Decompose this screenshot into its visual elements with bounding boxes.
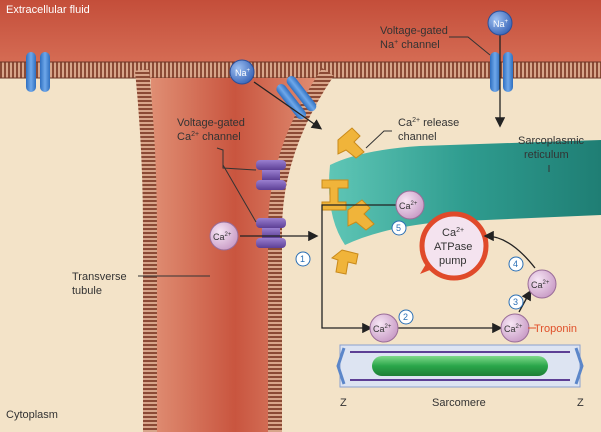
label-atpase-line1: Ca2+	[442, 227, 464, 239]
label-z-left: Z	[340, 397, 347, 409]
label-tt-line2: tubule	[72, 285, 102, 297]
label-sarcomere: Sarcomere	[432, 397, 486, 409]
label-tt-line1: Transverse	[72, 271, 127, 283]
ca-ion-tubule: Ca2+	[209, 221, 239, 251]
label-extracellular-fluid: Extracellular fluid	[6, 4, 90, 16]
label-release-line1: Ca2+ release	[398, 117, 459, 129]
svg-text:3: 3	[513, 297, 518, 307]
step-5: 5	[391, 220, 407, 236]
leader-lines	[138, 36, 550, 277]
label-troponin: Troponin	[534, 323, 577, 335]
flow-arrows	[240, 35, 536, 334]
na-ion-top-right: Na+	[487, 10, 513, 36]
ca-release-channels	[321, 127, 375, 275]
svg-text:Na+: Na+	[235, 68, 251, 78]
step-3: 3	[508, 294, 524, 310]
ca-ion-returning: Ca2+	[527, 269, 557, 299]
label-z-right: Z	[577, 397, 584, 409]
na-ion-middle: Na+	[229, 59, 255, 85]
tubule-wall-left	[135, 69, 157, 432]
step-4: 4	[508, 256, 524, 272]
svg-text:Ca2+: Ca2+	[373, 324, 392, 334]
svg-text:2: 2	[403, 312, 408, 322]
label-atpase-line3: pump	[439, 255, 467, 267]
svg-text:Na+: Na+	[493, 19, 509, 29]
ca-atpase-pump	[419, 211, 489, 281]
svg-text:Ca2+: Ca2+	[399, 201, 418, 211]
svg-text:4: 4	[513, 259, 518, 269]
label-vg-na-line2: Na+ channel	[380, 39, 440, 51]
sarcolemma-membrane	[0, 62, 601, 78]
label-vg-ca-line2: Ca2+ channel	[177, 131, 241, 143]
voltage-gated-ca-channel-lower	[256, 218, 286, 248]
label-sr-line2: reticulum	[524, 149, 569, 161]
step-2: 2	[398, 309, 414, 325]
svg-text:1: 1	[300, 254, 305, 264]
svg-text:Ca2+: Ca2+	[504, 324, 523, 334]
step-1: 1	[295, 251, 311, 267]
voltage-gated-na-channel-middle	[276, 76, 317, 120]
voltage-gated-ca-channel-upper	[256, 160, 286, 190]
ca-ion-cytoplasm: Ca2+	[369, 313, 399, 343]
ca-ion-troponin: Ca2+	[500, 313, 530, 343]
voltage-gated-na-channel-right	[490, 52, 513, 92]
label-sr-line1: Sarcoplasmic	[518, 135, 585, 147]
label-cytoplasm: Cytoplasm	[6, 409, 58, 421]
label-vg-na-line1: Voltage-gated	[380, 25, 448, 37]
svg-text:Ca2+: Ca2+	[531, 280, 550, 290]
sarcomere	[336, 344, 584, 388]
label-atpase-line2: ATPase	[434, 241, 472, 253]
label-release-line2: channel	[398, 131, 437, 143]
sarcoplasmic-reticulum	[329, 140, 601, 245]
svg-text:Ca2+: Ca2+	[213, 232, 232, 242]
svg-text:5: 5	[396, 223, 401, 233]
voltage-gated-na-channel-left	[26, 52, 50, 92]
label-vg-ca-line1: Voltage-gated	[177, 117, 245, 129]
ca-ion-release: Ca2+	[395, 190, 425, 220]
